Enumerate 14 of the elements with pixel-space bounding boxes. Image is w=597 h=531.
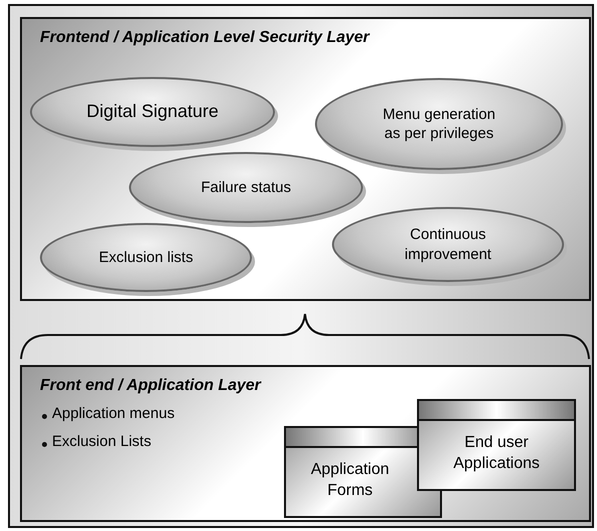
ellipse-label: Continuous improvement — [404, 225, 492, 264]
ellipse-label: Exclusion lists — [98, 248, 194, 268]
window-label: Application Forms — [310, 460, 390, 501]
layer-title: Frontend / Application Level Security Layer — [40, 29, 370, 47]
ellipse-label: Digital Signature — [86, 100, 219, 124]
bullet-item: Exclusion Lists — [52, 433, 152, 450]
ellipse-label: Failure status — [200, 178, 292, 198]
layer-title: Front end / Application Layer — [40, 377, 261, 395]
bullet-item: Application menus — [52, 405, 175, 422]
window-label: End user Applications — [452, 433, 541, 474]
layer-panel — [20, 365, 591, 522]
layer-panel — [20, 17, 591, 301]
window-box — [417, 399, 576, 491]
ellipse-label: Menu generation as per privileges — [382, 104, 496, 144]
